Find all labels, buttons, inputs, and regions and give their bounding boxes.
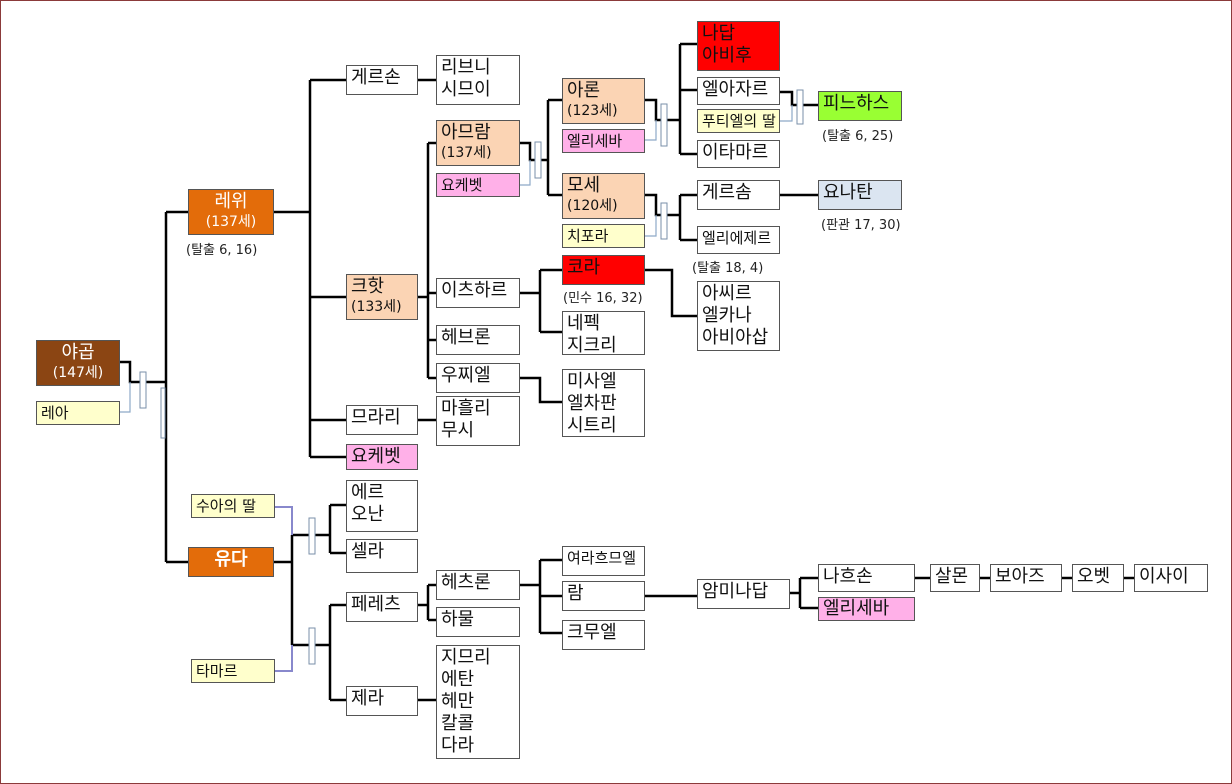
line-uzziel [520,376,562,404]
node-nahshon: 나흐손 [818,564,915,592]
line-jacob [119,360,166,384]
line-moses [645,193,680,217]
node-gershom: 게르솜 [697,180,780,210]
marriage-aaron-elisheba [645,120,657,141]
node-assir: 아씨르 엘카나 아비아삽 [697,281,780,351]
node-jonathan: 요나탄 [818,180,902,210]
line-amram [520,141,548,162]
marriage-marker [308,517,316,555]
node-kohath: 크핫 (133세) [346,274,418,320]
node-jesse: 이사이 [1134,564,1208,592]
node-elisheba1: 엘리세바 [562,129,645,153]
marriage-marker [160,387,166,439]
node-shua: 수아의 딸 [191,494,275,518]
marriage-marker [660,103,668,147]
node-nepheg: 네펙 지크리 [562,311,645,355]
node-levi: 레위 (137세) [188,189,274,235]
node-er: 에르 오난 [346,480,418,532]
marriage-amram-jochebed [520,160,531,186]
line-aaron [645,98,680,122]
marriage-marker [660,202,668,240]
node-gershon: 게르손 [346,65,418,95]
node-zimri: 지므리 에탄 헤만 칼콜 다라 [436,645,520,759]
note-korah: (민수 16, 32) [563,291,643,306]
node-boaz: 보아즈 [990,564,1062,592]
node-amminadab: 암미나답 [697,579,790,609]
node-aaron: 아론 (123세) [562,78,645,124]
node-amram: 아므람 (137세) [436,120,520,166]
node-mahli: 마흘리 무시 [436,396,520,446]
node-libni: 리브니 시므이 [436,55,520,105]
marriage-marker [308,627,316,665]
node-mishael: 미사엘 엘차판 시트리 [562,369,645,437]
node-eleazar: 엘아자르 [697,77,780,105]
node-moses: 모세 (120세) [562,173,645,219]
note-jonathan: (판관 17, 30) [821,218,901,233]
node-nadab: 나답 아비후 [697,21,780,71]
node-zerah: 제라 [346,686,418,716]
node-jochebed2: 요케벳 [436,173,520,197]
node-leah: 레아 [36,401,120,425]
node-jacob: 야곱 (147세) [36,340,120,386]
note-levi: (탈출 6, 16) [186,243,258,258]
node-jochebed1: 요케벳 [346,444,418,470]
line-eleazar [780,90,818,107]
node-shelah: 셀라 [346,539,418,573]
node-putiel: 푸티엘의 딸 [697,109,780,133]
marriage-marker [796,89,804,125]
marriage-marker [534,141,542,179]
node-hamul: 하물 [436,607,520,637]
node-tamar: 타마르 [191,659,275,683]
node-ram: 람 [562,581,645,611]
node-merari: 므라리 [346,405,418,435]
node-elisheba2: 엘리세바 [818,597,915,621]
node-hezron: 헤츠론 [436,570,520,600]
node-eliezer: 엘리에제르 [697,226,780,254]
marriage-judah-tamar [275,645,293,672]
node-hebron: 헤브론 [436,325,520,355]
node-izhar: 이츠하르 [436,278,520,308]
node-ithamar: 이타마르 [697,140,780,168]
node-perez: 페레츠 [346,592,418,622]
node-uzziel: 우찌엘 [436,363,520,393]
marriage-jacob-leah [119,382,131,413]
note-phinehas: (탈출 6, 25) [822,129,894,144]
marriage-judah-shua [275,506,293,535]
marriage-eleazar-putiel [780,105,793,122]
marriage-moses-zipporah [645,215,657,237]
node-salmon: 살몬 [930,564,980,592]
line-korah [645,268,697,318]
node-phinehas: 피느하스 [818,91,902,121]
node-korah: 코라 [562,255,645,285]
node-obed: 오벳 [1072,564,1124,592]
node-judah: 유다 [188,547,274,577]
node-chelubai: 크무엘 [562,620,645,650]
node-jerahmeel: 여라흐므엘 [562,546,645,576]
note-eliezer: (탈출 18, 4) [692,261,764,276]
node-zipporah: 치포라 [562,224,645,248]
marriage-marker [139,371,147,409]
